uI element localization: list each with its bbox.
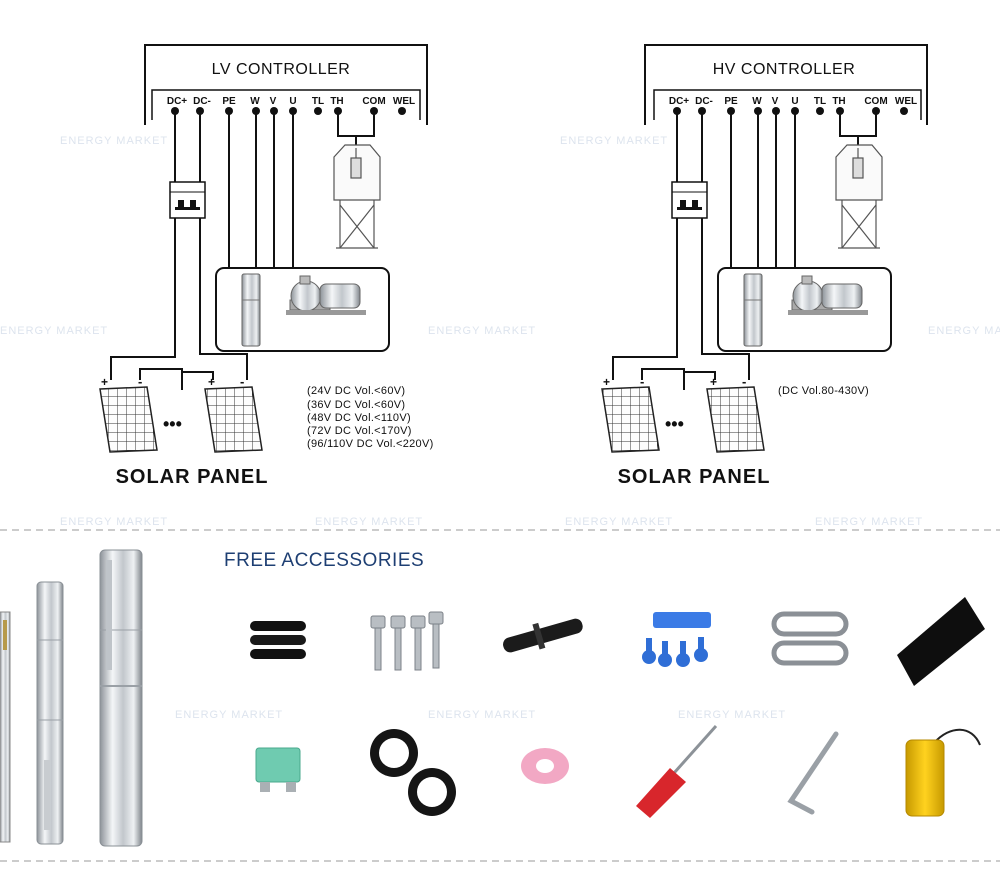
pump-products bbox=[0, 549, 143, 847]
hv-solar-panel-1-icon bbox=[601, 386, 660, 453]
hv-controller-title: HV CONTROLLER bbox=[713, 61, 856, 78]
lv-terminal-label: W bbox=[250, 96, 260, 107]
lv-solar-panel-1-icon bbox=[99, 386, 158, 453]
accessories-title: FREE ACCESSORIES bbox=[224, 550, 424, 571]
hv-wires bbox=[612, 111, 877, 390]
lv-terminal-strip bbox=[151, 89, 421, 120]
lv-breaker-icon bbox=[169, 181, 206, 219]
lv-voltage-note: (24V DC Vol.<60V) bbox=[307, 385, 405, 397]
surface-pump-icon bbox=[788, 275, 868, 315]
lv-voltage-note: (48V DC Vol.<110V) bbox=[307, 412, 411, 424]
lv-terminal-label: PE bbox=[222, 96, 236, 107]
watermark-text: ENERGY MARKET bbox=[928, 325, 1000, 337]
hv-breaker-icon bbox=[671, 181, 708, 219]
hv-terminal-label: V bbox=[772, 96, 779, 107]
panel-ellipsis: ••• bbox=[163, 414, 182, 434]
lv-water-tank-icon bbox=[333, 144, 381, 249]
lv-solar-panel-label: SOLAR PANEL bbox=[116, 466, 269, 488]
plus-sign: + bbox=[208, 375, 215, 389]
pump-product-icon bbox=[0, 611, 11, 843]
watermark-text: ENERGY MARKET bbox=[678, 709, 786, 721]
watermark-text: ENERGY MARKET bbox=[560, 135, 668, 147]
snap-hooks-icon bbox=[771, 611, 849, 666]
submersible-pump-icon bbox=[743, 273, 763, 347]
watermark-text: ENERGY MARKET bbox=[60, 135, 168, 147]
hv-terminal-label: DC- bbox=[695, 96, 713, 107]
watermark-text: ENERGY MARKET bbox=[315, 516, 423, 528]
lv-terminal-dots bbox=[171, 107, 406, 115]
hv-controller-frame bbox=[644, 44, 928, 125]
watermark-text: ENERGY MARKET bbox=[428, 709, 536, 721]
lv-terminal-label: U bbox=[289, 96, 296, 107]
hv-pump-box bbox=[717, 267, 892, 352]
watermark-text: ENERGY MARKET bbox=[815, 516, 923, 528]
lv-terminal-label: WEL bbox=[393, 96, 415, 107]
plus-sign: + bbox=[101, 375, 108, 389]
lv-voltage-note: (36V DC Vol.<60V) bbox=[307, 399, 405, 411]
hv-terminal-label: COM bbox=[864, 96, 887, 107]
lv-voltage-note: (96/110V DC Vol.<220V) bbox=[307, 438, 434, 450]
lv-wiring-diagram: LV CONTROLLER DC+ DC- PE W V U TL TH COM… bbox=[99, 44, 434, 488]
submersible-pump-icon bbox=[241, 273, 261, 347]
lv-solar-panel-2-icon bbox=[204, 386, 263, 453]
lv-controller-frame bbox=[144, 44, 428, 125]
hv-terminal-label: PE bbox=[724, 96, 738, 107]
hv-terminal-label: TL bbox=[814, 96, 826, 107]
watermark-text: ENERGY MARKET bbox=[565, 516, 673, 528]
insulation-tape-icon bbox=[370, 729, 456, 816]
ptfe-tape-icon bbox=[521, 748, 569, 784]
lv-terminal-label: DC+ bbox=[167, 96, 187, 107]
hv-terminal-label: DC+ bbox=[669, 96, 689, 107]
hv-terminal-label: W bbox=[752, 96, 762, 107]
hv-terminal-label: TH bbox=[832, 96, 845, 107]
lv-terminal-label: TL bbox=[312, 96, 324, 107]
watermark-text: ENERGY MARKET bbox=[175, 709, 283, 721]
cable-connector-icon bbox=[503, 618, 583, 653]
hv-solar-panel-label: SOLAR PANEL bbox=[618, 466, 771, 488]
minus-sign: - bbox=[138, 374, 142, 389]
lv-terminal-label: TH bbox=[330, 96, 343, 107]
pump-product-icon bbox=[99, 549, 143, 847]
lv-voltage-note: (72V DC Vol.<170V) bbox=[307, 425, 412, 437]
fuse-icon bbox=[255, 747, 301, 792]
bolts-icon bbox=[370, 611, 444, 671]
hv-voltage-note: (DC Vol.80-430V) bbox=[778, 385, 869, 397]
lv-pump-box bbox=[215, 267, 390, 352]
surface-pump-icon bbox=[286, 275, 366, 315]
hv-terminal-label: WEL bbox=[895, 96, 917, 107]
minus-sign: - bbox=[640, 374, 644, 389]
plus-sign: + bbox=[710, 375, 717, 389]
pump-product-icon bbox=[36, 581, 64, 845]
crimp-terminals-icon bbox=[642, 612, 711, 667]
hv-terminal-dots bbox=[673, 107, 908, 115]
float-switch-icon bbox=[905, 728, 981, 817]
lv-terminal-label: V bbox=[270, 96, 277, 107]
hex-key-icon bbox=[787, 731, 839, 815]
minus-sign: - bbox=[742, 374, 746, 389]
lv-terminal-label: COM bbox=[362, 96, 385, 107]
hv-water-tank-icon bbox=[835, 144, 883, 249]
lv-terminal-label: DC- bbox=[193, 96, 211, 107]
panel-ellipsis: ••• bbox=[665, 414, 684, 434]
watermarks: ENERGY MARKET ENERGY MARKET ENERGY MARKE… bbox=[0, 135, 1000, 721]
plus-sign: + bbox=[603, 375, 610, 389]
screwdriver-icon bbox=[636, 725, 718, 818]
lv-controller-title: LV CONTROLLER bbox=[212, 61, 351, 78]
lv-wires bbox=[110, 111, 375, 390]
hv-solar-panel-2-icon bbox=[706, 386, 765, 453]
rubber-pad-icon bbox=[897, 597, 985, 686]
minus-sign: - bbox=[240, 374, 244, 389]
hv-wiring-diagram: HV CONTROLLER DC+ DC- PE W V U TL TH COM… bbox=[601, 44, 928, 488]
watermark-text: ENERGY MARKET bbox=[428, 325, 536, 337]
hv-terminal-label: U bbox=[791, 96, 798, 107]
heat-shrink-tubes-icon bbox=[250, 621, 306, 659]
watermark-text: ENERGY MARKET bbox=[60, 516, 168, 528]
watermark-text: ENERGY MARKET bbox=[0, 325, 108, 337]
hv-terminal-strip bbox=[653, 89, 922, 120]
